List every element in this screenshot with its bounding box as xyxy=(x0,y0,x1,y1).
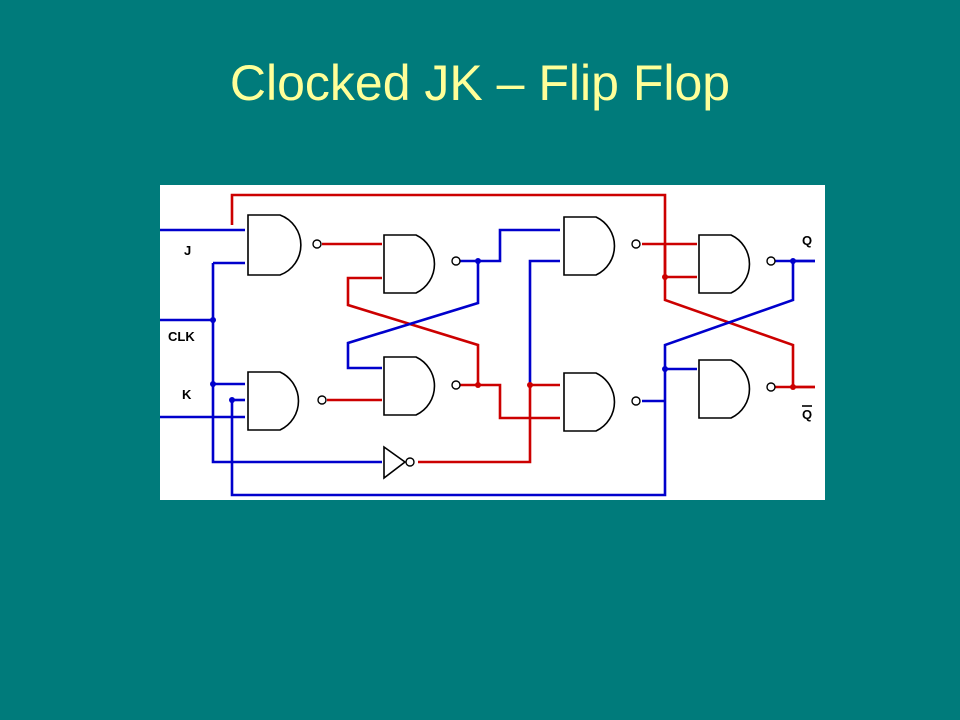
junction-dot xyxy=(210,317,216,323)
wire-g5-to-cross xyxy=(663,244,697,279)
blue-wires xyxy=(160,228,815,497)
wire-slave-clk xyxy=(528,259,560,385)
wire-clk-trunk xyxy=(211,263,382,464)
circuit-schematic: J CLK K Q Q xyxy=(160,193,815,497)
nand-gate-q xyxy=(698,234,776,294)
junction-dot xyxy=(475,258,481,264)
not-gate-clk xyxy=(383,445,415,480)
label-k: K xyxy=(182,387,192,402)
label-q: Q xyxy=(802,233,812,248)
nand-gate-k xyxy=(247,371,327,431)
wire-cross-a xyxy=(346,276,480,387)
nand-gate-j xyxy=(247,214,322,276)
junction-dot xyxy=(475,382,481,388)
jk-flip-flop-diagram: J CLK K Q Q xyxy=(160,185,825,500)
nand-gate-master-bottom xyxy=(383,356,461,416)
junction-dot xyxy=(662,366,668,372)
label-q-bar: Q xyxy=(802,407,812,422)
label-j: J xyxy=(184,243,191,258)
label-clk: CLK xyxy=(168,329,195,344)
junction-dot xyxy=(527,382,533,388)
junction-dot xyxy=(662,274,668,280)
nand-gate-slave-bottom xyxy=(563,372,641,432)
junction-dot xyxy=(790,384,796,390)
wire-g3-to-slave xyxy=(460,228,560,263)
junction-dot xyxy=(790,258,796,264)
junction-dots xyxy=(210,258,796,403)
wire-cross-b xyxy=(346,261,480,370)
junction-dot xyxy=(229,397,235,403)
nand-gate-qbar xyxy=(698,359,776,419)
wire-g4-to-slave xyxy=(460,383,560,420)
slide-title: Clocked JK – Flip Flop xyxy=(229,55,731,111)
wire-inverter-out xyxy=(418,383,560,464)
junction-dot xyxy=(210,381,216,387)
nand-gate-slave-top xyxy=(563,216,641,276)
nand-gate-master-top xyxy=(383,234,461,294)
